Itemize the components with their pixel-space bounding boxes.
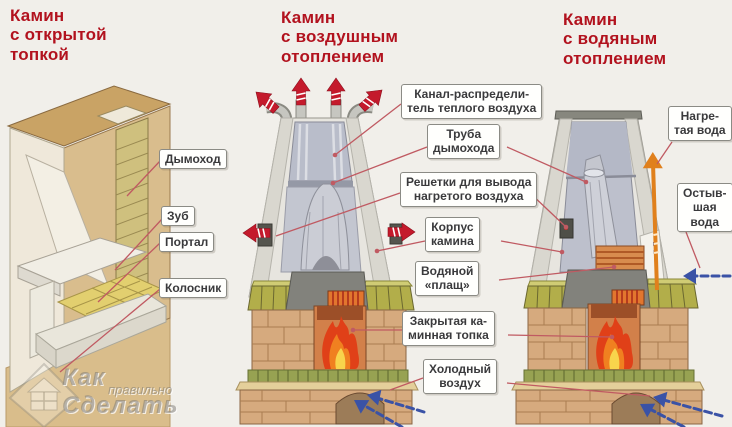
watermark-word-3: Сделать [62, 392, 179, 419]
hot-water-arrow [642, 152, 663, 291]
title-open-firebox: Камин с открытой топкой [10, 6, 107, 64]
label-grate: Колосник [159, 278, 228, 299]
watermark-word-2: правильно [108, 382, 173, 397]
fireplace-air-illustration [235, 99, 419, 425]
label-smoke-tooth: Зуб [161, 206, 195, 227]
label-portal: Портал [159, 232, 215, 253]
leader-lines [59, 103, 701, 397]
fireplace-open-illustration [5, 85, 172, 427]
label-chimney: Дымоход [159, 149, 227, 170]
label-warm-air-duct: Канал-распредели- тель теплого воздуха [401, 84, 543, 119]
label-cold-air: Холодный воздух [423, 359, 498, 394]
watermark-word-1: Как [62, 364, 106, 391]
cold-air-arrows [349, 268, 732, 427]
leader-dots [330, 152, 617, 340]
label-cooled-water: Остыв- шая вода [677, 183, 732, 233]
label-heated-water: Нагре- тая вода [668, 106, 732, 141]
label-fireplace-body: Корпус камина [425, 217, 480, 252]
title-water-heating: Камин с водяным отоплением [563, 10, 667, 68]
label-closed-firebox: Закрытая ка- минная топка [402, 311, 495, 346]
label-air-grilles: Решетки для вывода нагретого воздуха [400, 172, 538, 207]
label-water-jacket: Водяной «плащ» [415, 261, 480, 296]
label-chimney-pipe: Труба дымохода [427, 124, 501, 159]
title-air-heating: Камин с воздушным отоплением [281, 8, 399, 66]
